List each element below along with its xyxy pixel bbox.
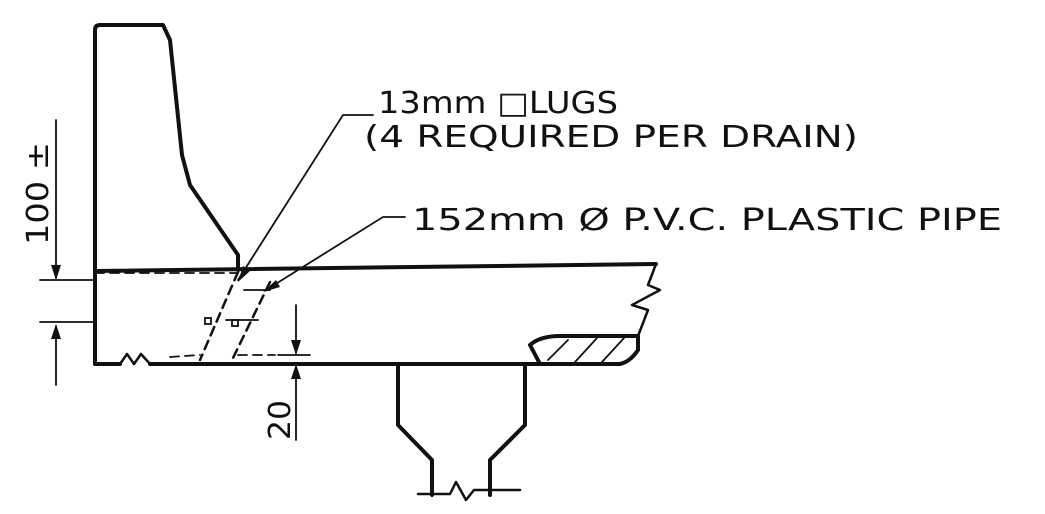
barrier-outline — [93, 23, 240, 272]
dashed-bottom-line — [169, 354, 276, 358]
haunch-outline — [528, 334, 640, 366]
dim-height-arrow-top — [51, 265, 61, 280]
dim-offset-arrow-bottom — [291, 364, 301, 379]
pipe-lug-marks — [204, 289, 271, 327]
girder-break — [416, 480, 522, 502]
girder-right — [488, 362, 527, 497]
deck-top-line — [93, 262, 658, 273]
break-mark-bottom — [118, 352, 152, 366]
break-mark-right — [630, 262, 662, 338]
girder-left — [396, 362, 434, 497]
lugs-leader — [237, 114, 374, 281]
dim-height-arrow-bottom — [51, 324, 61, 339]
lugs-label-line1: 13mm □LUGS — [378, 86, 618, 121]
haunch-hatching — [547, 337, 625, 363]
dim-height-label: 100 ± — [21, 142, 56, 245]
dim-offset-label: 20 — [263, 400, 298, 440]
lugs-arrow — [238, 266, 250, 282]
pipe-leader — [265, 216, 406, 291]
drain-pipe — [198, 270, 272, 362]
pipe-arrow — [263, 280, 280, 292]
lugs-label-line2: (4 REQUIRED PER DRAIN) — [364, 120, 858, 155]
dim-offset-arrow-top — [291, 340, 301, 355]
pipe-label: 152mm Ø P.V.C. PLASTIC PIPE — [412, 203, 1002, 238]
